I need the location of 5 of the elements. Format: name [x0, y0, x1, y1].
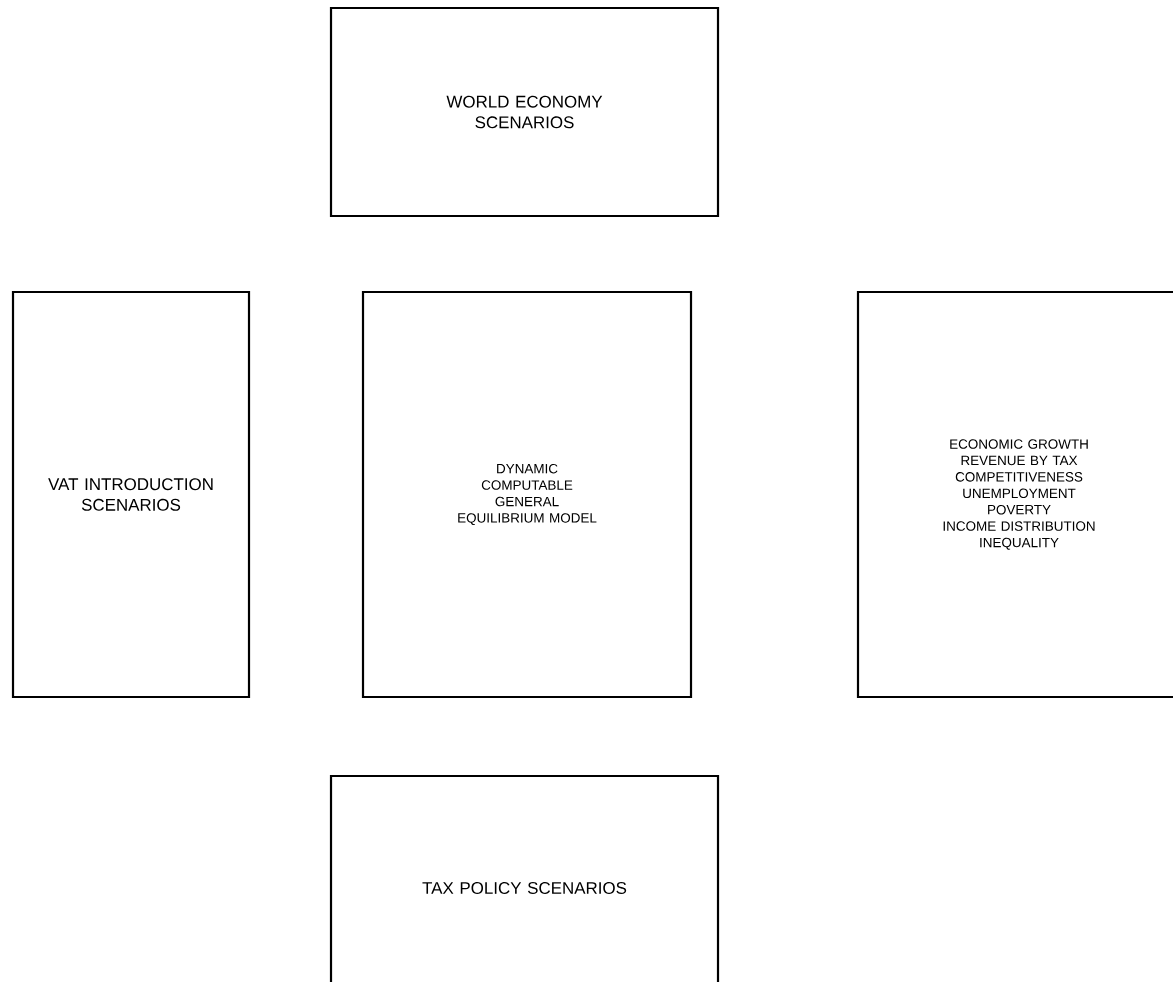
text-box: VAT INTRODUCTION SCENARIOS: [11, 290, 251, 699]
text-box: ECONOMIC GROWTH REVENUE BY TAX COMPETITIVENESS UNEMPLOYMENT POVERTY INCOME DISTRIBUTION INEQUALITY: [856, 290, 1173, 699]
text-box: TAX POLICY SCENARIOS: [329, 774, 720, 982]
text-box: DYNAMIC COMPUTABLE GENERAL EQUILIBRIUM MODEL: [361, 290, 693, 699]
text-box: WORLD ECONOMY SCENARIOS: [329, 6, 720, 218]
